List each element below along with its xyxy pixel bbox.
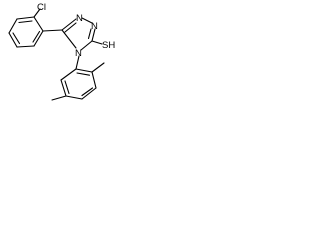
bond-b4-b5 (65, 95, 83, 100)
atom-label-n-top: N (76, 13, 83, 24)
triazole-ring (61, 17, 96, 51)
bond-b3-b4 (81, 87, 97, 100)
bond-b2-methyl (91, 62, 105, 73)
bond-b5-methyl (51, 95, 67, 101)
bond-b1-b2 (75, 68, 93, 73)
atom-label-n-top-right: N (91, 21, 98, 32)
bond-a2-cl (33, 8, 41, 18)
atom-label-n-bottom: N (75, 48, 82, 59)
bond-c5-n4 (80, 40, 93, 51)
bond-b1-b2-double (76, 72, 91, 76)
bond-n1-c5-double (87, 28, 92, 40)
bond-n4-c3 (61, 29, 77, 49)
bond-c5-s (91, 40, 103, 45)
bond-n4-aryl (75, 55, 80, 70)
bond-n1-c5 (91, 28, 96, 42)
bond-n2-n1 (81, 17, 93, 24)
bond-a5-a6 (16, 45, 35, 48)
bond-a3-a4 (8, 18, 18, 34)
bond-a1-a2 (33, 16, 44, 32)
bond-a6-a1-double (32, 30, 41, 43)
bond-a6-a1 (33, 30, 44, 47)
bond-b6-b1 (60, 68, 77, 81)
bond-b2-b3 (91, 71, 97, 89)
molecule-structure: N N N Cl SH (8, 2, 115, 101)
bond-b5-b6-double (64, 80, 70, 95)
dimethylphenyl-ring (51, 62, 105, 101)
atom-label-chloro: Cl (37, 2, 46, 13)
bond-c3-aryl (42, 29, 63, 32)
bond-b5-b6 (60, 79, 67, 97)
bond-a4-a5 (8, 32, 18, 48)
bond-b3-b4-double (81, 87, 94, 97)
bond-c3-n2 (61, 18, 77, 31)
bond-a2-a3-double (18, 20, 33, 24)
atom-label-thiol: SH (102, 40, 115, 51)
bond-c3-n2-double (64, 22, 77, 33)
bond-a4-a5-double (12, 32, 21, 45)
bond-a2-a3 (16, 16, 35, 20)
chlorophenyl-ring (8, 8, 63, 48)
